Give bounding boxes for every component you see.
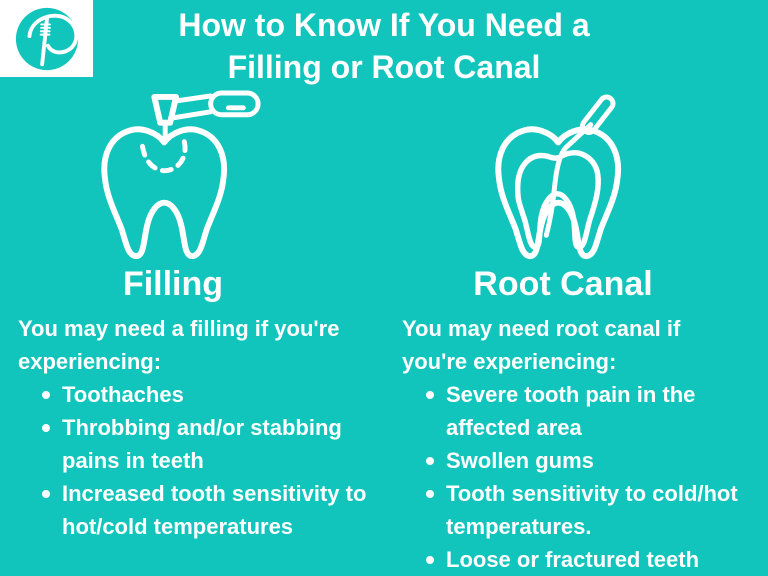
drill-head [151,93,180,126]
drill-handle [208,90,261,118]
root-canal-heading: Root Canal [473,265,653,303]
bullet-item: Swollen gums [426,444,746,477]
page-title: How to Know If You Need a Filling or Roo… [0,4,768,88]
tooth-outline [101,126,228,260]
bullet-item: Severe tooth pain in the affected area [426,378,746,444]
root-canal-column: You may need root canal if you're experi… [402,312,746,576]
bullet-item: Toothaches [42,378,368,411]
filling-column: You may need a filling if you're experie… [18,312,368,543]
bullet-item: Tooth sensitivity to cold/hot temperatur… [426,477,746,543]
page-title-line1: How to Know If You Need a [178,7,590,43]
filling-heading: Filling [122,265,224,303]
tooth-with-root-canal-file-icon [495,94,622,260]
cavity-dashed-line [140,137,188,174]
page-title-line2: Filling or Root Canal [227,49,541,85]
bullet-item: Loose or fractured teeth [426,543,746,576]
toothbrush-p-logo-icon [15,7,78,70]
bullet-item: Throbbing and/or stabbing pains in teeth [42,411,368,477]
filling-intro: You may need a filling if you're experie… [18,316,340,374]
tooth-outline [495,126,622,260]
logo [0,0,93,77]
tooth-with-drill-icon [101,90,261,260]
root-canal-intro: You may need root canal if you're experi… [402,316,681,374]
file-needle [543,122,594,238]
bullet-item: Increased tooth sensitivity to hot/cold … [42,477,368,543]
